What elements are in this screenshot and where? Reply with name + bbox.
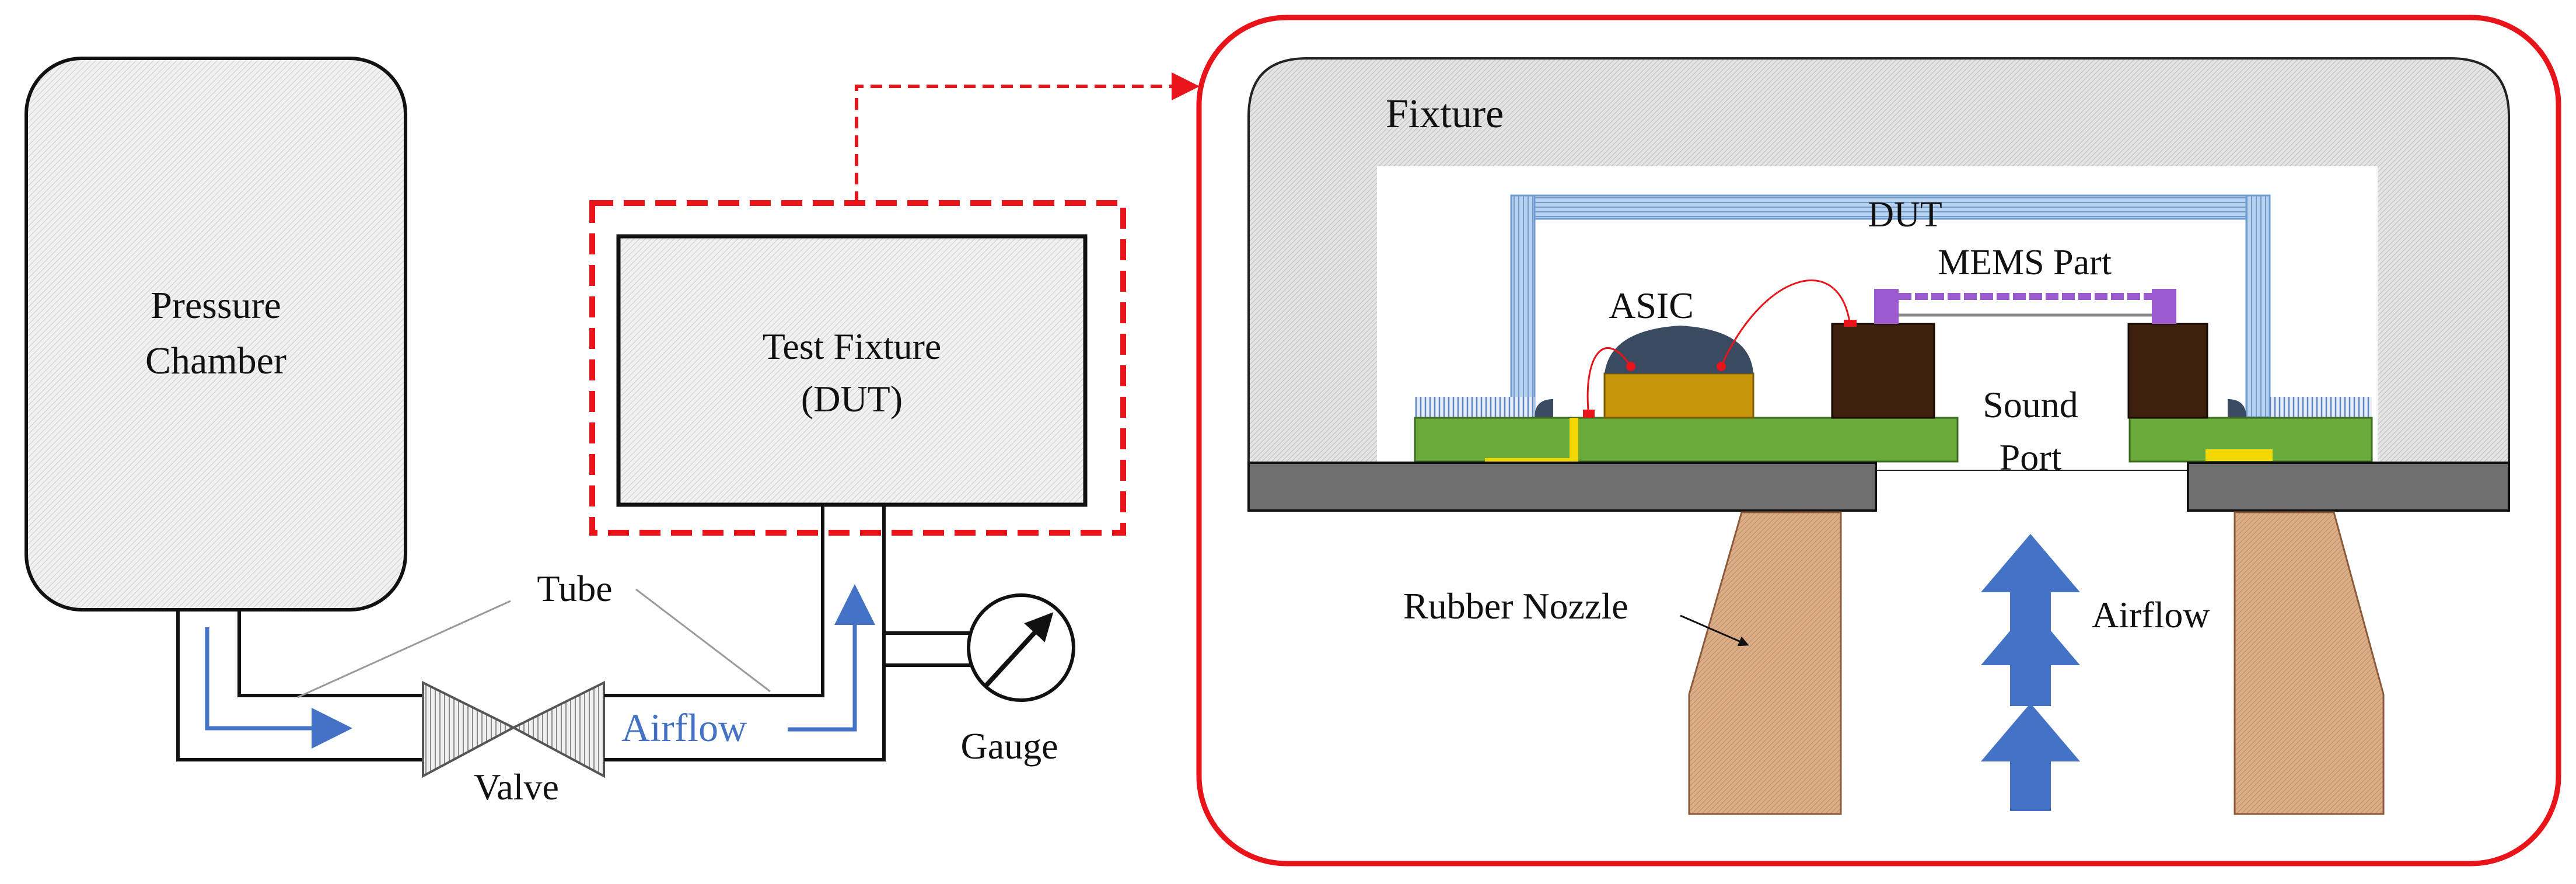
- gauge-needle: [984, 612, 1054, 687]
- airflow-arrow-right: [788, 584, 875, 732]
- solder-pad-right: [2205, 449, 2273, 461]
- test-fixture: [616, 234, 1088, 507]
- tube-chamber-valve: [176, 610, 426, 761]
- airflow-detail-label: Airflow: [2092, 594, 2210, 635]
- tube-leader-left: [297, 600, 511, 698]
- sound-port-label-line2: Port: [2000, 436, 2062, 478]
- asic-label: ASIC: [1609, 285, 1694, 326]
- mems-cap-left: [1874, 289, 1899, 324]
- gauge-label: Gauge: [960, 725, 1058, 767]
- fixture-label: Fixture: [1386, 92, 1504, 137]
- mems-part-label: MEMS Part: [1938, 243, 2112, 282]
- solder-pad-left: [1485, 418, 1578, 466]
- rubber-nozzle-right: [2234, 511, 2385, 815]
- valve-label: Valve: [474, 766, 559, 808]
- airflow-arrows-up: [1981, 534, 2080, 811]
- rubber-nozzle-label: Rubber Nozzle: [1403, 585, 1628, 627]
- rubber-nozzle-left: [1688, 511, 1842, 815]
- bond-wire-left: [1586, 347, 1632, 410]
- pressure-chamber-label-line1: Pressure: [151, 284, 281, 327]
- airflow-up-arrow-1: [1981, 534, 2080, 633]
- sound-port-label-line1: Sound: [1983, 384, 2078, 425]
- pressure-chamber-label-line2: Chamber: [145, 340, 286, 382]
- rubber-nozzle-leader: [1680, 614, 1749, 647]
- asic-body: [1603, 372, 1754, 419]
- valve: [422, 680, 605, 778]
- tube-leader-right: [635, 588, 771, 693]
- airflow-up-arrow-3: [1981, 703, 2080, 811]
- pcb-left: [1414, 417, 1959, 463]
- mems-block-right: [2127, 323, 2208, 419]
- mems-block-left: [1831, 323, 1935, 419]
- tube-valve-fixture: [604, 505, 886, 761]
- left-schematic: Pressure Chamber Valve Gauge Air: [25, 57, 1200, 808]
- asic-dome: [1605, 326, 1753, 373]
- bond-wire-right: [1720, 279, 1851, 367]
- airflow-arrow-left: [205, 627, 352, 749]
- pressure-chamber: [25, 57, 407, 612]
- dut-label: DUT: [1868, 195, 1942, 235]
- base-plate-left: [1247, 462, 1877, 512]
- dut-lid: [1415, 194, 2372, 418]
- callout-connector: [855, 72, 1200, 203]
- detail-view: Fixture DUT ASIC: [1196, 15, 2561, 866]
- gauge-connector: [884, 631, 971, 667]
- tube-label: Tube: [537, 568, 612, 609]
- airflow-up-arrow-2: [1981, 607, 2080, 706]
- pcb-bond-pad: [1583, 410, 1595, 418]
- mems-bond-pad: [1844, 320, 1857, 327]
- base-plate-right: [2187, 462, 2510, 512]
- airflow-label: Airflow: [621, 705, 747, 750]
- test-fixture-label-line2: (DUT): [801, 378, 903, 420]
- test-fixture-label-line1: Test Fixture: [763, 326, 942, 367]
- mems-cap-right: [2152, 289, 2176, 324]
